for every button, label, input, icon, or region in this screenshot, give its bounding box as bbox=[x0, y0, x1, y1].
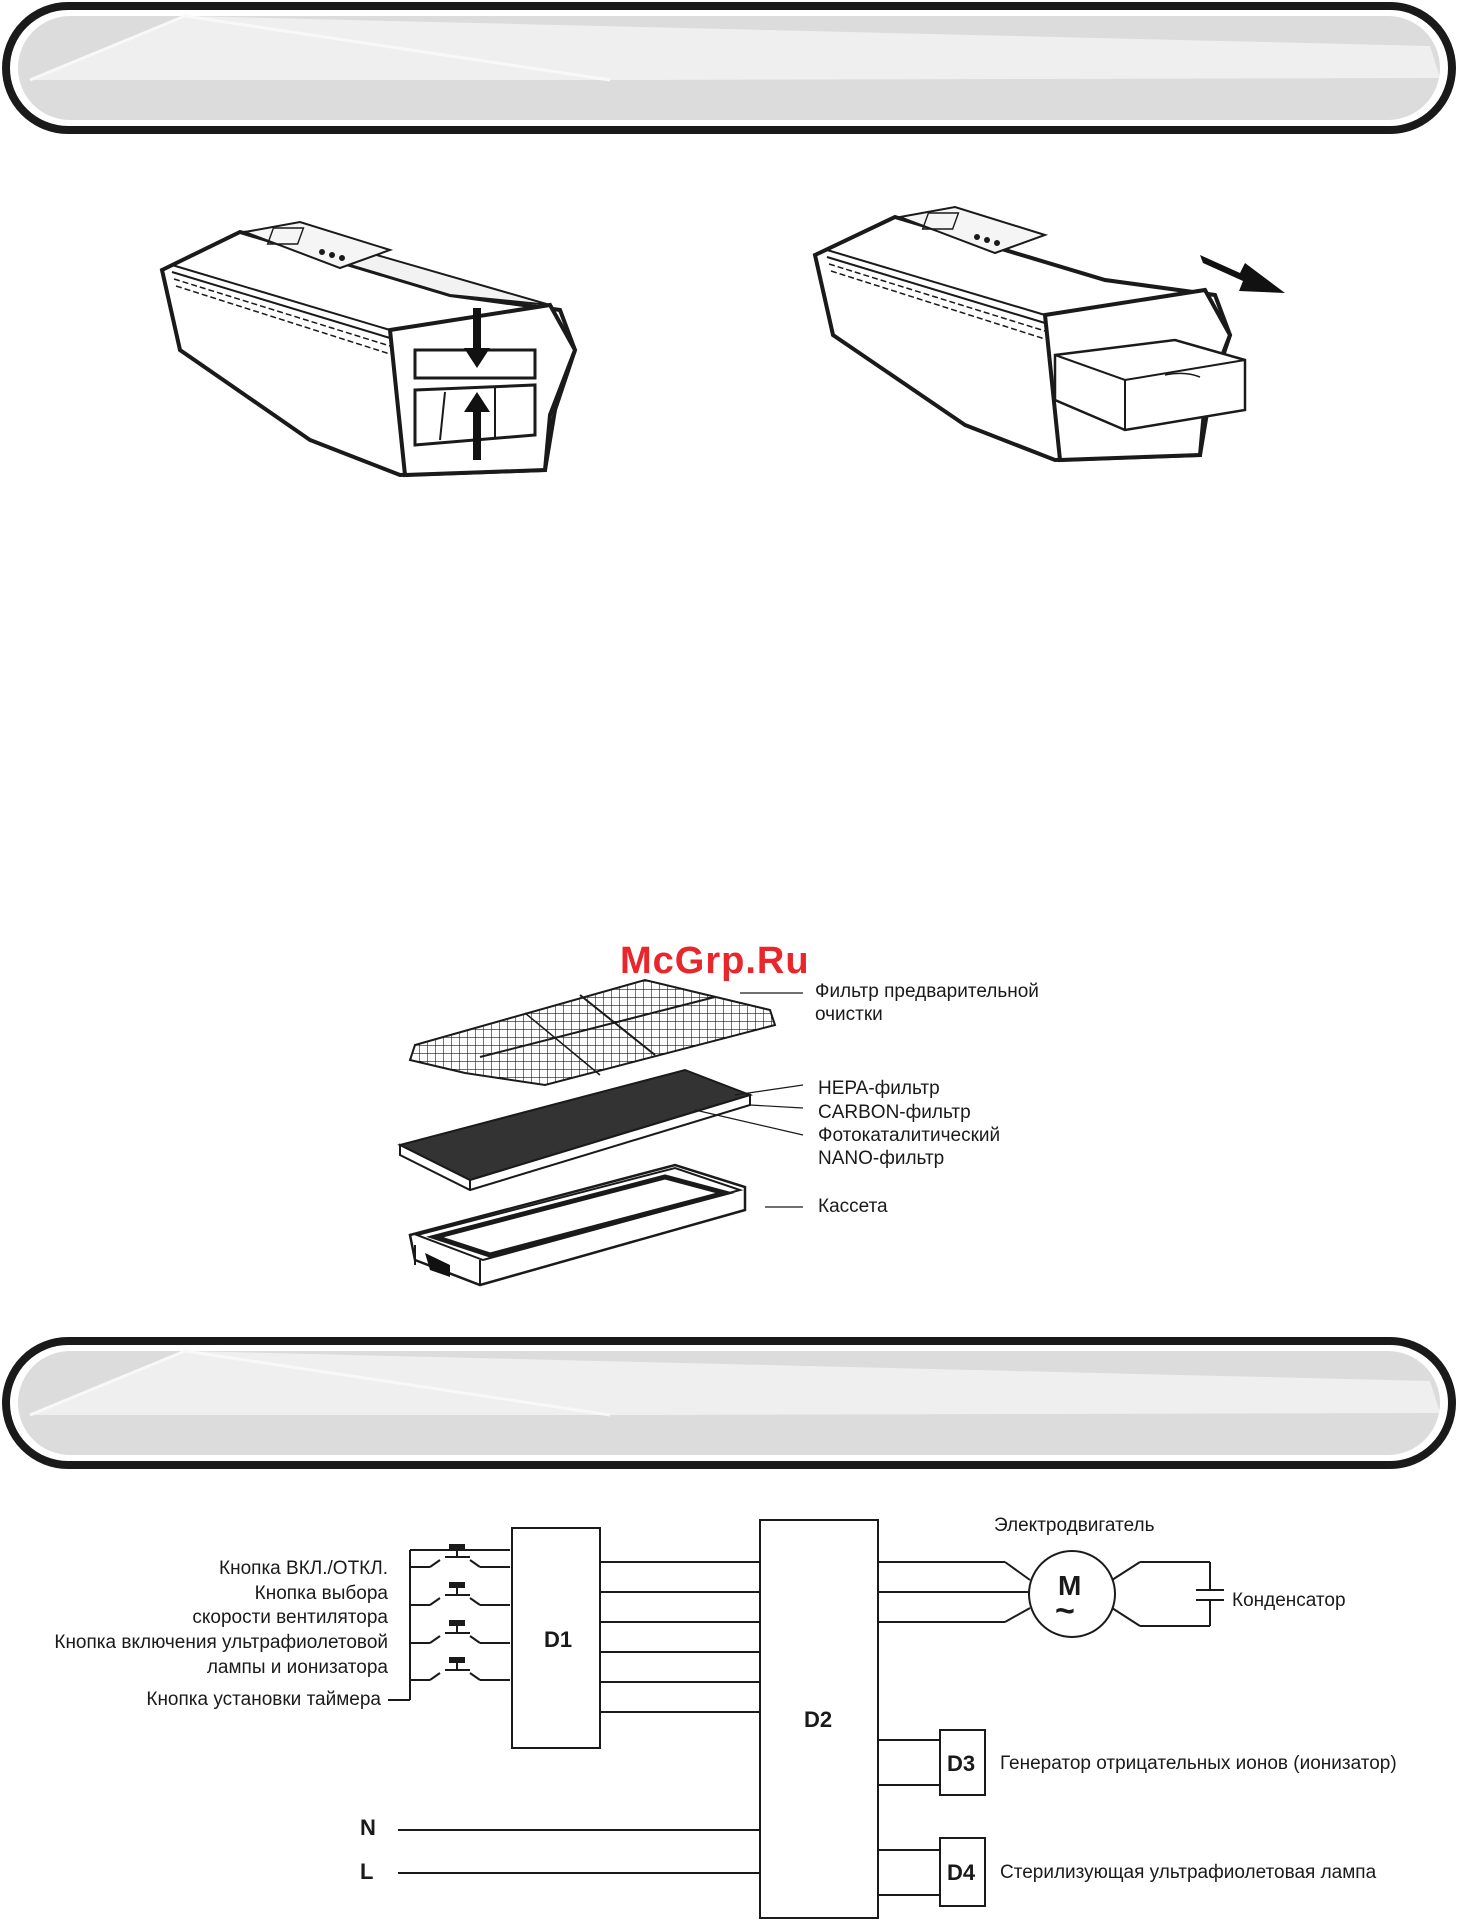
label-ionizer: Генератор отрицательных ионов (ионизатор… bbox=[1000, 1753, 1397, 1774]
label-prefilter-line1: Фильтр предварительной bbox=[815, 981, 1039, 1002]
label-carbon: CARBON-фильтр bbox=[818, 1102, 971, 1123]
label-capacitor: Конденсатор bbox=[1232, 1590, 1346, 1611]
header-banner-top bbox=[2, 2, 1456, 134]
label-button-timer: Кнопка установки таймера bbox=[146, 1689, 381, 1710]
motor-letter: M bbox=[1058, 1570, 1082, 1601]
label-button-speed-line1: Кнопка выбора bbox=[254, 1583, 388, 1604]
label-neutral: N bbox=[360, 1815, 376, 1840]
pushbutton-timer bbox=[410, 1657, 510, 1681]
motor-tilde: ~ bbox=[1055, 1592, 1075, 1630]
block-d3 bbox=[939, 1729, 986, 1796]
watermark: McGrp.Ru bbox=[620, 940, 810, 982]
label-button-uv-line1: Кнопка включения ультрафиолетовой bbox=[54, 1632, 388, 1653]
motor-symbol bbox=[1028, 1550, 1116, 1638]
label-button-uv-line2: лампы и ионизатора bbox=[206, 1657, 388, 1678]
label-button-power: Кнопка ВКЛ./ОТКЛ. bbox=[219, 1558, 388, 1579]
label-cassette: Кассета bbox=[818, 1196, 888, 1217]
circuit-diagram bbox=[388, 1519, 1224, 1919]
label-prefilter-line2: очистки bbox=[815, 1004, 883, 1025]
label-uv-lamp: Стерилизующая ультрафиолетовая лампа bbox=[1000, 1862, 1377, 1883]
block-d2 bbox=[759, 1519, 879, 1919]
label-hepa: HEPA-фильтр bbox=[818, 1078, 940, 1099]
block-d3-label: D3 bbox=[947, 1751, 976, 1776]
header-banner-bottom bbox=[2, 1337, 1456, 1469]
block-d4 bbox=[939, 1837, 986, 1907]
label-button-speed-line2: скорости вентилятора bbox=[192, 1607, 388, 1628]
block-d4-label: D4 bbox=[947, 1860, 976, 1885]
pushbutton-speed bbox=[410, 1582, 510, 1606]
prefilter-mesh bbox=[408, 978, 777, 1087]
pushbutton-uv bbox=[410, 1620, 510, 1644]
hepa-filter-block bbox=[397, 1068, 754, 1182]
device-illustration-press-latches bbox=[159, 220, 578, 478]
pushbutton-power bbox=[410, 1544, 510, 1568]
filter-exploded-diagram bbox=[397, 978, 804, 1287]
block-d1-label: D1 bbox=[544, 1627, 573, 1652]
label-photocat-line2: NANO-фильтр bbox=[818, 1148, 945, 1169]
device-illustration-remove-filter bbox=[812, 205, 1285, 463]
label-motor-title: Электродвигатель bbox=[994, 1515, 1155, 1536]
label-photocat-line1: Фотокаталитический bbox=[818, 1125, 1001, 1146]
label-line: L bbox=[360, 1859, 374, 1884]
block-d2-label: D2 bbox=[804, 1707, 833, 1732]
block-d1 bbox=[511, 1527, 601, 1749]
